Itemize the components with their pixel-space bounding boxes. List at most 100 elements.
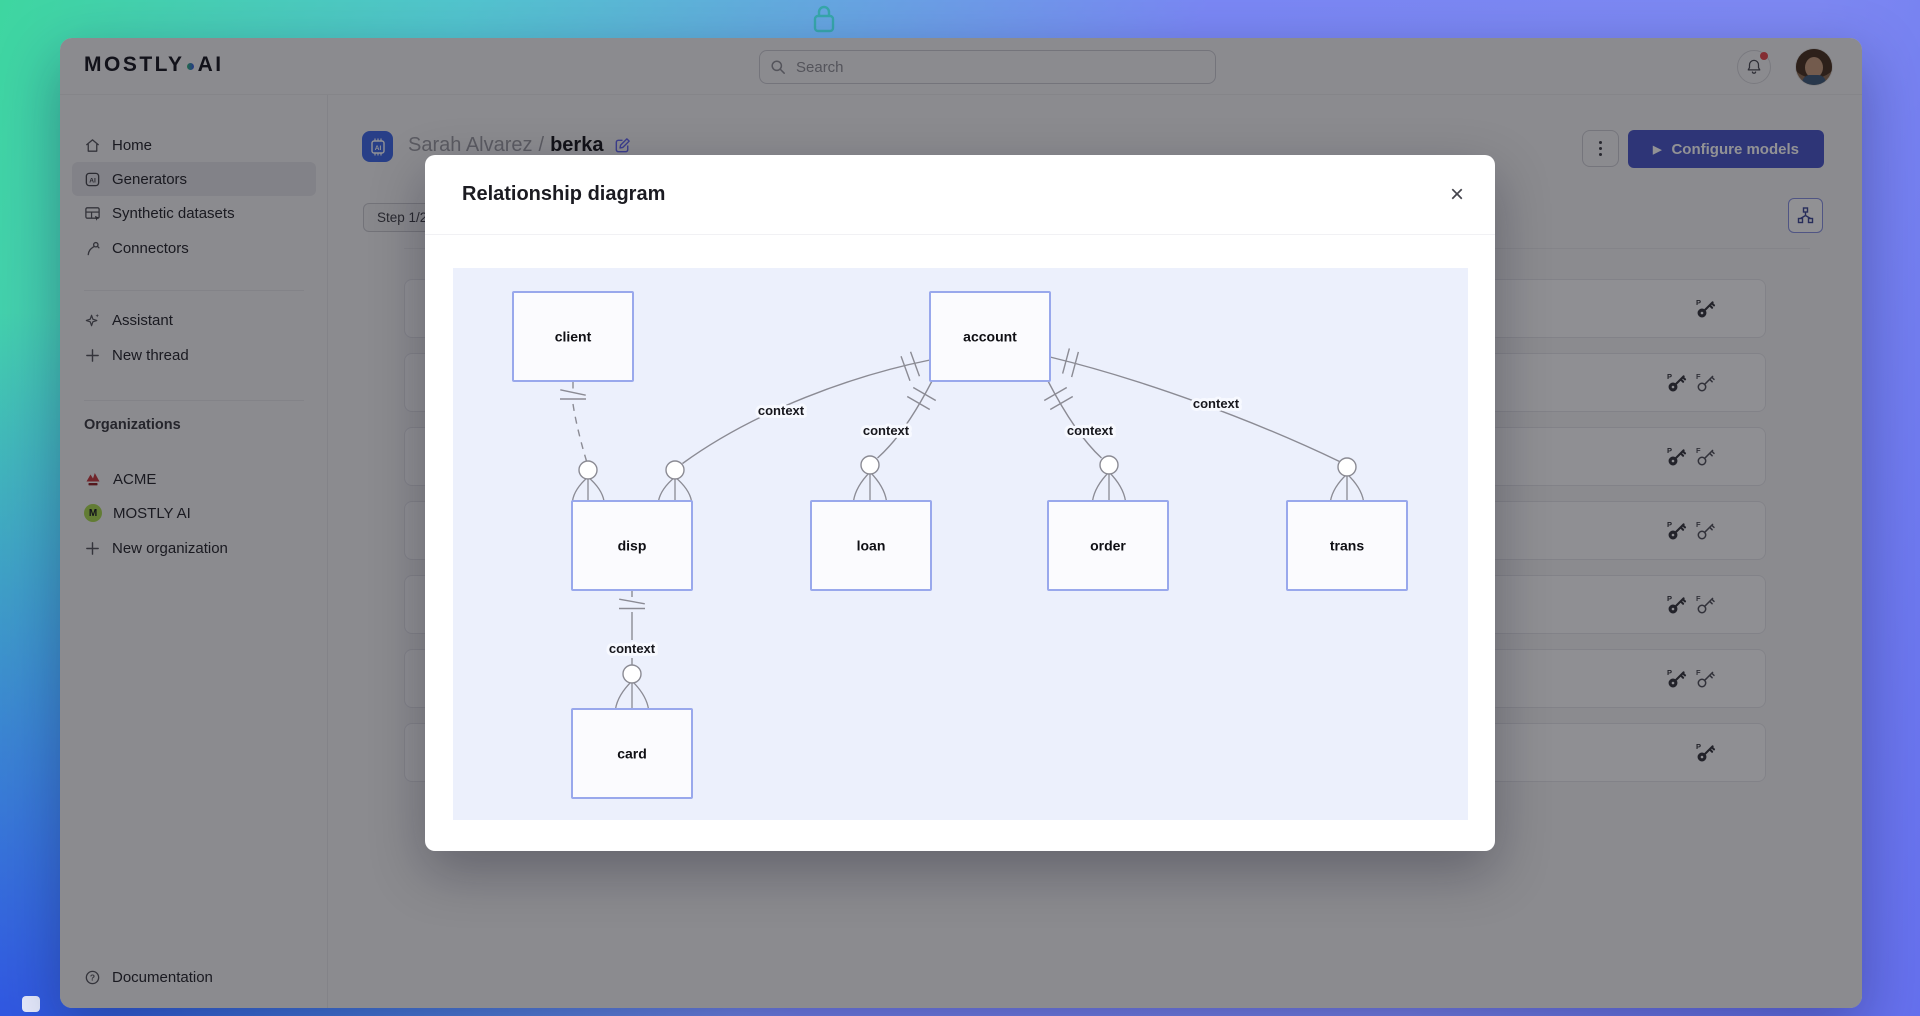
relationship-diagram-svg: client account disp loan order trans card conte… [512,291,1408,799]
logo-text-right: AI [197,53,224,76]
bell-icon [1747,59,1761,74]
acme-logo-icon [86,473,100,486]
primary-key-icon: P [1667,668,1687,687]
entity-loan[interactable] [810,500,932,591]
org-label: MOSTLY AI [113,504,191,522]
notifications-button[interactable] [1737,50,1771,84]
entity-order[interactable] [1047,500,1169,591]
sidebar-item-assistant[interactable]: Assistant [72,303,316,337]
sidebar-item-home[interactable]: Home [72,128,316,162]
diagram-panel: client account disp loan order trans card conte… [453,268,1468,820]
svg-text:F: F [1696,520,1701,529]
primary-key-icon: P [1696,742,1716,761]
svg-text:P: P [1696,298,1701,307]
svg-text:P: P [1696,742,1701,751]
relationship-diagram-modal: Relationship diagram × client account disp… [425,155,1495,851]
svg-text:F: F [1696,372,1701,381]
sidebar-divider [84,400,304,401]
foreign-key-icon: F [1696,520,1715,539]
entity-label-trans: trans [1330,538,1364,554]
entity-client[interactable] [512,291,634,382]
modal-title: Relationship diagram [462,183,666,205]
avatar-art [1802,75,1826,85]
entity-trans[interactable] [1286,500,1408,591]
sidebar-item-generators[interactable]: AI Generators [72,162,316,196]
edge-label-account-trans: context [1193,396,1240,411]
edge-label-disp-card: context [609,641,656,656]
relationship-diagram-button[interactable] [1788,198,1823,233]
sidebar-divider [84,290,304,291]
plus-icon [86,541,99,555]
svg-text:P: P [1667,668,1672,677]
primary-key-icon: P [1696,298,1716,317]
play-icon: ▶ [1653,143,1662,156]
sidebar-item-org-acme[interactable]: ACME [72,462,316,496]
sidebar: Home AI Generators Synthetic datasets Co… [60,95,328,1008]
sidebar-item-new-organization[interactable]: New organization [72,531,316,565]
generators-icon: AI [85,172,100,186]
sidebar-item-label: Generators [112,170,188,188]
svg-text:P: P [1667,372,1672,381]
svg-text:AI: AI [374,145,381,152]
entity-label-account: account [963,329,1017,345]
search-bar [759,50,1216,84]
foreign-key-icon: F [1696,446,1715,465]
home-icon [85,138,100,152]
sidebar-item-label: Connectors [112,239,189,257]
breadcrumb-separator: / [538,134,545,156]
entity-label-disp: disp [618,538,647,554]
connectors-icon [87,241,100,255]
organizations-header: Organizations [84,417,181,433]
sidebar-item-documentation[interactable]: ? Documentation [72,960,316,994]
sidebar-item-label: Home [112,136,153,154]
primary-key-icon: P [1667,372,1687,391]
breadcrumb: Sarah Alvarez / berka [408,134,632,157]
search-input[interactable] [759,50,1216,84]
entity-card[interactable] [571,708,693,799]
svg-text:F: F [1696,446,1701,455]
modal-header: Relationship diagram × [425,155,1495,235]
ai-chip-icon: AI [370,138,385,155]
primary-key-icon: P [1667,594,1687,613]
pencil-icon [616,138,631,153]
org-label: ACME [113,470,157,488]
svg-text:F: F [1696,668,1701,677]
close-icon[interactable]: × [1443,181,1471,209]
edge-label-account-loan: context [863,423,910,438]
plus-icon [86,348,99,362]
sidebar-item-label: Assistant [112,311,173,329]
step-label: Step 1/2 [377,210,428,225]
svg-text:P: P [1667,594,1672,603]
sidebar-item-new-thread[interactable]: New thread [72,338,316,372]
entity-label-loan: loan [857,538,886,554]
kebab-icon [1599,141,1602,144]
user-avatar[interactable] [1796,49,1832,85]
entity-label-client: client [555,329,592,345]
entity-label-card: card [617,746,647,762]
more-actions-button[interactable] [1582,130,1619,167]
generator-type-badge: AI [362,131,393,162]
breadcrumb-owner[interactable]: Sarah Alvarez [408,134,533,156]
sidebar-item-connectors[interactable]: Connectors [72,231,316,265]
entity-label-order: order [1090,538,1126,554]
sidebar-item-synthetic-datasets[interactable]: Synthetic datasets [72,196,316,230]
foreign-key-icon: F [1696,668,1715,687]
sidebar-item-label: New thread [112,346,189,364]
lock-icon [813,5,835,33]
logo-dot-icon [186,62,194,70]
edge-label-account-disp: context [758,403,805,418]
app-logo: MOSTLY AI [84,53,224,77]
relationship-tree-icon [1797,207,1814,224]
entity-disp[interactable] [571,500,693,591]
configure-models-button[interactable]: ▶ Configure models [1628,130,1824,168]
entity-account[interactable] [929,291,1051,382]
topbar: MOSTLY AI [60,38,1862,95]
primary-key-icon: P [1667,520,1687,539]
svg-text:P: P [1667,520,1672,529]
assistant-icon [85,313,100,326]
sidebar-item-org-mostly-ai[interactable]: M MOSTLY AI [72,496,316,530]
svg-text:F: F [1696,594,1701,603]
mostly-ai-logo-icon: M [84,504,102,522]
svg-text:AI: AI [89,177,96,184]
edit-name-button[interactable] [613,136,632,155]
